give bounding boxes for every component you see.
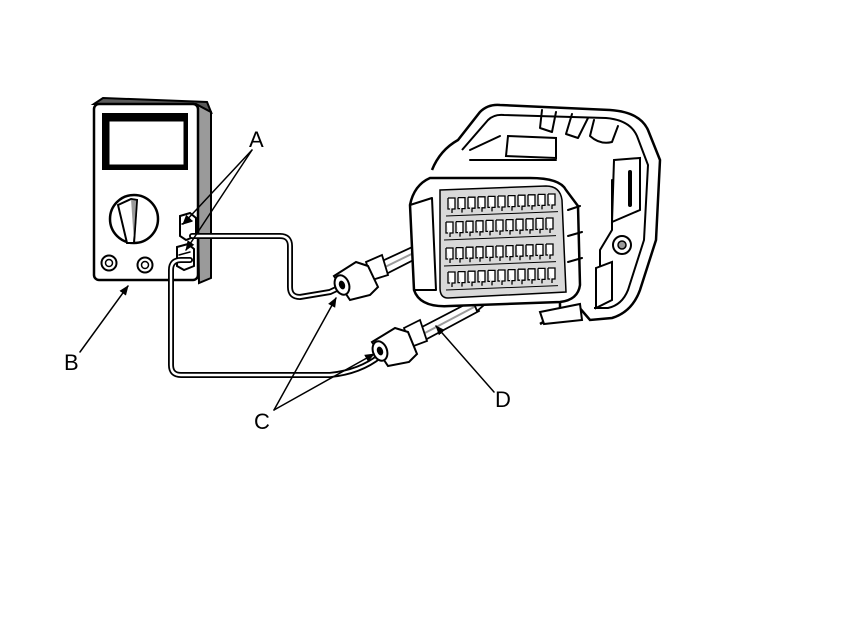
terminal-cavity: [507, 194, 516, 211]
callout-a: A: [249, 127, 264, 152]
rotary-dial: [108, 193, 160, 245]
terminal-cavity: [537, 193, 546, 210]
terminal-cavity: [495, 245, 504, 261]
terminal-cavity: [447, 197, 456, 213]
leader-a-lower: [185, 149, 253, 251]
terminal-cavity: [455, 246, 464, 263]
terminal-cavity: [525, 218, 534, 234]
terminal-cavity: [485, 219, 494, 236]
terminal-cavity: [497, 269, 506, 285]
leader-d: [435, 325, 495, 393]
terminal-cavity: [445, 247, 454, 263]
terminal-cavity: [497, 195, 506, 211]
terminal-cavity: [527, 268, 536, 284]
terminal-cavity: [535, 217, 544, 234]
multimeter-display: [108, 120, 185, 166]
terminal-cavity: [527, 194, 536, 210]
terminal-cavity: [535, 243, 544, 260]
terminal-cavity: [545, 243, 554, 259]
callout-d: D: [495, 387, 511, 412]
terminal-cavity: [505, 218, 514, 235]
terminal-cavity: [537, 267, 546, 284]
terminal-cavity: [547, 267, 556, 283]
callout-c: C: [254, 409, 270, 434]
terminal-cavity: [445, 221, 454, 237]
terminal-cavity: [465, 246, 474, 263]
connector-housing: [408, 103, 662, 326]
terminal-cavity: [517, 194, 526, 211]
terminal-cavity: [505, 244, 514, 261]
terminal-cavity: [525, 244, 534, 260]
terminal-cavity: [475, 246, 484, 262]
terminal-cavity: [457, 196, 466, 213]
leader-c-lower: [273, 353, 375, 411]
terminal-cavity: [547, 193, 556, 209]
terminal-cavity: [507, 268, 516, 285]
terminal-cavity: [495, 219, 504, 235]
leader-b: [79, 285, 129, 353]
test-lead-wire-upper: [189, 233, 348, 300]
test-lead-wire-lower: [168, 257, 383, 378]
terminal-cavity: [447, 271, 456, 287]
terminal-cavity: [515, 244, 524, 261]
terminal-cavity: [485, 245, 494, 262]
cavity-row-divider: [443, 261, 557, 267]
cavity-row-divider: [445, 285, 559, 291]
cavity-row-divider: [445, 211, 559, 217]
leader-a-upper: [182, 149, 253, 225]
terminal-cavity: [455, 220, 464, 237]
leader-c-upper: [273, 297, 337, 411]
terminal-cavity: [487, 195, 496, 212]
terminal-cavity: [545, 217, 554, 233]
terminal-cavity: [467, 196, 476, 213]
terminal-cavity: [515, 218, 524, 235]
multimeter-socket-right: [136, 256, 154, 274]
terminal-cavity: [517, 268, 526, 285]
terminal-cavity: [487, 269, 496, 286]
terminal-cavity: [467, 270, 476, 287]
terminal-cavity: [477, 196, 486, 212]
multimeter: [90, 96, 213, 285]
terminal-cavity: [475, 220, 484, 236]
multimeter-socket-left: [100, 254, 118, 272]
terminal-cavity: [465, 220, 474, 237]
callout-leaders: [79, 149, 495, 411]
terminal-cavity: [477, 270, 486, 286]
cavity-row-divider: [443, 235, 557, 241]
terminal-cavity-grid: [443, 193, 559, 291]
terminal-cavity: [457, 270, 466, 287]
callout-b: B: [64, 350, 79, 375]
